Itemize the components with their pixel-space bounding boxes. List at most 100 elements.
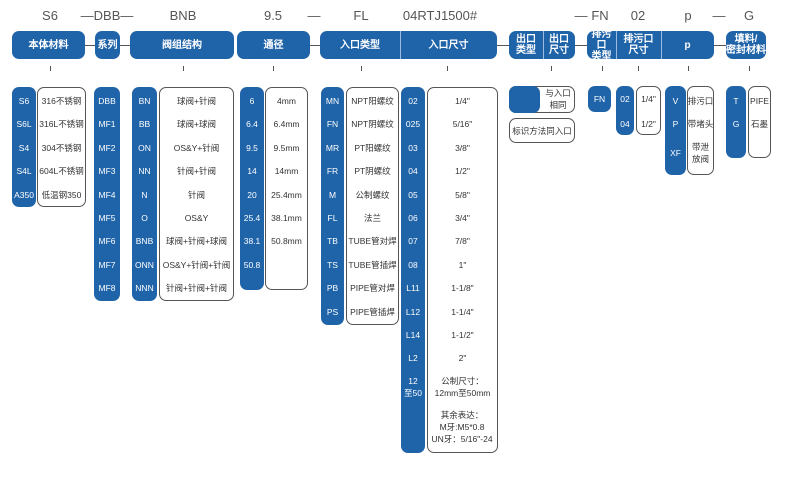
inlet_type-desc: PT阴螺纹 [354,166,391,177]
bore-code: 14 [247,166,257,177]
series-code: MF3 [98,166,116,177]
inlet_type-code-column [321,87,344,325]
drain_size-desc: 1/2" [641,119,656,129]
drain_type-code: FN [593,94,606,104]
material-code: S6L [16,119,32,130]
connector-dash [85,45,95,46]
code-label: S6 [42,8,58,23]
connector-dash [714,45,726,46]
series-code: DBB [98,96,116,106]
inlet_type-code: MN [325,96,340,106]
inlet_size-desc: 7/8" [455,236,470,247]
structure-desc: OS&Y [184,213,209,223]
inlet_type-desc: 法兰 [363,213,382,223]
inlet_size-code: L2 [408,353,418,364]
series-code: MF1 [98,119,116,130]
outlet-blue-swatch [509,86,540,113]
divider [543,31,544,59]
p-code: P [672,119,679,129]
bore-code: 20 [247,189,257,200]
bore-code-column [240,87,264,290]
structure-desc: 针阀+针阀+针阀 [166,283,227,294]
material-desc: 低温钢350 [41,189,82,200]
series-code: MF4 [98,189,116,200]
inlet_type-desc: PIPE管对焊 [350,283,395,294]
outlet_type-header: 出口 类型 [516,34,536,56]
inlet_size-header: 入口尺寸 [428,39,469,51]
packing-box: 填料/ 密封材料 [726,31,766,59]
code-label: 9.5 [263,8,283,23]
inlet_type-code: MR [325,142,340,153]
structure-code: NNN [135,283,154,294]
inlet_size-code: L11 [406,283,420,294]
outlet-box: 出口 类型出口 尺寸 [509,31,575,59]
code-label: BNB [169,8,197,23]
material-code: S4 [18,142,30,153]
inlet_type-desc: PT阳螺纹 [354,142,391,153]
structure-desc: 球阀+针阀+球阀 [166,236,227,247]
bore-desc-column [265,87,308,290]
bore-box: 通径 [237,31,310,59]
inlet-size-note: 其余表达： M牙:M5*0.8 UN牙：5/16"-24 [431,410,493,444]
material-code: S6 [18,96,30,106]
structure-code: O [141,213,148,223]
inlet_size-desc: 1-1/2" [451,330,474,340]
inlet_type-desc: TUBE管对焊 [348,236,397,247]
series-code: MF2 [98,142,116,153]
bore-desc: 38.1mm [271,213,302,223]
inlet_size-desc-column [427,87,498,453]
structure-code: NN [138,166,151,177]
inlet-box: 入口类型入口尺寸 [320,31,497,59]
bore-desc: 6.4mm [273,119,300,130]
inlet_size-desc: 2" [458,353,467,364]
code-label: p [684,8,692,23]
structure-desc: 针阀 [187,189,206,200]
inlet_size-desc: 3/4" [455,213,470,223]
material-code: A350 [14,189,34,200]
inlet_size-desc: 1-1/8" [451,283,474,294]
material-desc-column [37,87,86,207]
connector-dash [575,45,587,46]
inlet_type-code: FL [327,213,338,223]
tick-mark [638,66,639,71]
inlet_size-desc: 3/8" [455,142,470,153]
drain_size-code-column [616,86,634,135]
structure-header: 阀组结构 [162,39,202,51]
tick-mark [602,66,603,71]
p-header: p [684,39,691,51]
structure-code: N [141,189,148,200]
structure-code: BN [138,96,151,106]
inlet_size-code: 05 [408,189,418,200]
inlet_type-code: FR [326,166,339,177]
tick-mark [551,66,552,71]
inlet_size-desc: 公制尺寸： 12mm至50mm [434,376,491,398]
inlet_size-code: 07 [408,236,418,247]
series-code: MF7 [98,259,116,270]
tick-mark [688,66,689,71]
code-label: FL [353,8,369,23]
p-desc: 带泄 放阀 [691,142,710,164]
drain_type-header: 排污口 类型 [591,28,612,62]
tick-mark [447,66,448,71]
drain_size-header: 排污口 尺寸 [623,34,654,56]
inlet_type-desc: PIPE管插焊 [350,306,395,317]
code-label: — [712,8,726,23]
inlet_type-code: FN [326,119,339,130]
inlet_size-code: 06 [408,213,418,223]
bore-desc: 50.8mm [271,236,302,247]
tick-mark [749,66,750,71]
structure-code: ONN [135,259,154,270]
bore-desc: 4mm [277,96,296,106]
material-desc: 604L不锈钢 [39,166,84,177]
drain-box: 排污口 类型排污口 尺寸 p [587,28,714,62]
inlet_type-desc: 公制螺纹 [355,189,390,200]
outlet-same-text: 与入口 相同 [545,88,571,110]
inlet_size-desc: 5/16" [452,119,473,130]
structure-code-column [132,87,157,301]
code-label: — [574,8,588,23]
inlet_size-desc: 5/8" [455,189,470,200]
inlet_type-code: TB [327,236,338,247]
inlet_type-code: PS [326,306,339,317]
packing-code: T [733,96,739,106]
